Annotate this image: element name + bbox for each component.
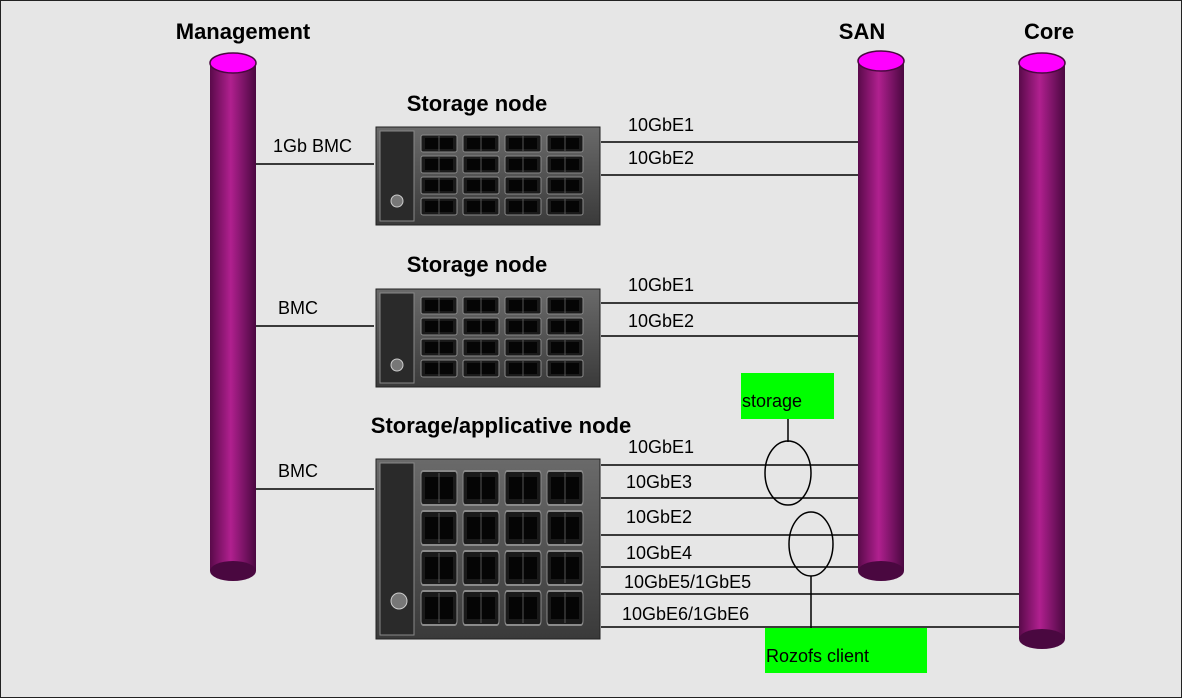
- node-1-bmc-label: 1Gb BMC: [273, 136, 352, 156]
- rozofs-client-label: Rozofs client: [766, 646, 869, 666]
- storage-applicative-node: Storage/applicative node BMC 10GbE1 10Gb…: [256, 413, 1019, 640]
- node-3-link-6-label: 10GbE6/1GbE6: [622, 604, 749, 624]
- core-bus-pipe: [1018, 52, 1066, 649]
- node-2-link-1-label: 10GbE1: [628, 275, 694, 295]
- node-3-link-4-label: 10GbE4: [626, 543, 692, 563]
- storage-bond-ellipse: [764, 440, 812, 506]
- storage-callout-label: storage: [742, 391, 802, 411]
- san-bus-label: SAN: [839, 19, 885, 44]
- management-bus-pipe: [209, 52, 257, 581]
- node-1-title: Storage node: [407, 91, 548, 116]
- node-3-title: Storage/applicative node: [371, 413, 631, 438]
- node-3-bmc-label: BMC: [278, 461, 318, 481]
- storage-bond-callout: storage: [741, 373, 834, 506]
- node-3-link-5-label: 10GbE5/1GbE5: [624, 572, 751, 592]
- san-bus-pipe: [857, 50, 905, 581]
- node-3-link-2-label: 10GbE3: [626, 472, 692, 492]
- storage-node-2: Storage node BMC 10GbE1 10GbE2: [256, 252, 858, 388]
- node-2-link-2-label: 10GbE2: [628, 311, 694, 331]
- node-1-link-1-label: 10GbE1: [628, 115, 694, 135]
- node-3-link-1-label: 10GbE1: [628, 437, 694, 457]
- node-2-bmc-label: BMC: [278, 298, 318, 318]
- node-3-link-3-label: 10GbE2: [626, 507, 692, 527]
- node-1-link-2-label: 10GbE2: [628, 148, 694, 168]
- node-2-title: Storage node: [407, 252, 548, 277]
- storage-node-1: Storage node 1Gb BMC 10GbE1 10GbE2: [256, 91, 858, 226]
- management-bus-label: Management: [176, 19, 311, 44]
- core-bus-label: Core: [1024, 19, 1074, 44]
- rozofs-client-bond-callout: Rozofs client: [765, 511, 927, 673]
